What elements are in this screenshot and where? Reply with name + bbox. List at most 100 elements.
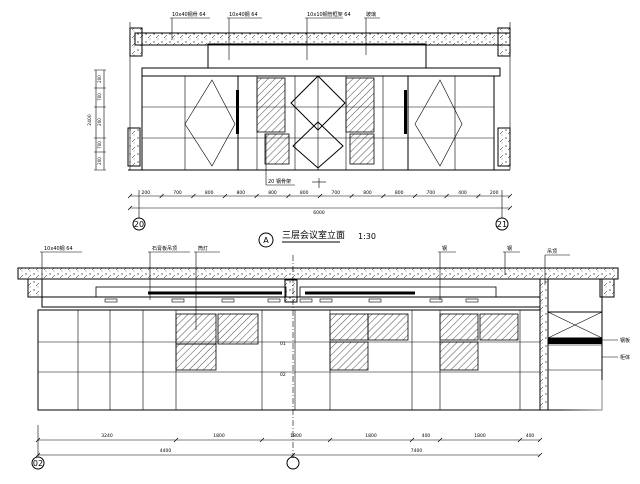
upper-side-dim-value: 200 xyxy=(97,75,102,83)
lower-dim-ticks xyxy=(35,437,543,458)
lower-side-wall xyxy=(539,278,549,411)
upper-dim-tick xyxy=(381,193,386,199)
upper-callout-text: 玻璃 xyxy=(366,11,376,18)
lower-side-cabinet-x xyxy=(547,311,603,339)
lower-downlights xyxy=(104,298,479,303)
upper-dim-tick xyxy=(412,193,418,199)
upper-ceiling-slab xyxy=(134,32,511,46)
upper-dim-tick xyxy=(349,193,354,199)
downlight-icon xyxy=(299,298,313,303)
downlight-icon xyxy=(429,298,443,303)
lower-dim-total: 4400 xyxy=(160,448,172,454)
glass-panel xyxy=(479,313,519,341)
lower-dim-tick xyxy=(409,437,415,443)
glass-panel xyxy=(367,313,409,341)
glass-panel xyxy=(439,341,479,371)
upper-side-dim-ticks xyxy=(94,69,106,171)
upper-head-box xyxy=(207,43,427,69)
lower-leader-1 xyxy=(40,251,82,300)
upper-door-handle-right xyxy=(404,90,407,134)
upper-title-marker: A xyxy=(263,236,269,245)
upper-dim-value: 800 xyxy=(205,190,214,196)
lower-dim-value: 400 xyxy=(422,433,431,439)
upper-dim-tick-total xyxy=(127,205,133,211)
lower-dim-tick xyxy=(437,437,443,443)
lower-axis-bubble-center xyxy=(286,456,300,470)
lower-right-leaders xyxy=(602,339,618,358)
glass-panel xyxy=(439,313,479,341)
lower-dim-tick-total xyxy=(537,452,543,458)
upper-callout-text: 10x40钢 64 xyxy=(229,11,258,18)
lower-mark-1: 01 xyxy=(280,341,286,347)
upper-dim-ticks xyxy=(127,193,513,211)
upper-callout-text: 10x10钢管框架 64 xyxy=(307,11,351,18)
upper-dim-tick xyxy=(127,193,133,199)
upper-axis-bubble-right xyxy=(495,217,509,231)
upper-right-base xyxy=(497,127,511,167)
upper-dim-tick xyxy=(476,193,481,199)
downlight-icon xyxy=(171,298,185,303)
upper-diamond-right xyxy=(414,79,463,167)
upper-dim-value: 700 xyxy=(427,190,436,196)
lower-dim-tick xyxy=(327,437,333,443)
lower-dim-total: 7400 xyxy=(411,448,423,454)
lower-dim-value: 400 xyxy=(526,433,535,439)
upper-dim-value: 200 xyxy=(142,190,151,196)
upper-dim-tick-total xyxy=(507,205,513,211)
upper-axis-label-right: 21 xyxy=(497,220,507,229)
upper-right-column xyxy=(497,27,511,57)
upper-callout-text: 20 钢骨架 xyxy=(268,178,291,185)
lower-dim-tick xyxy=(517,437,523,443)
upper-dim-tick xyxy=(507,193,513,199)
upper-dim-value: 200 xyxy=(490,190,499,196)
lower-leader-2 xyxy=(148,251,190,300)
upper-dim-value: 800 xyxy=(363,190,372,196)
lower-axis-bubble-left xyxy=(31,456,45,470)
lower-light-trough-right xyxy=(299,286,497,298)
glass-panel xyxy=(175,343,217,371)
upper-diamond-left xyxy=(184,79,236,167)
upper-scale: 1:30 xyxy=(358,232,376,241)
lower-dim-value: 1800 xyxy=(290,433,302,439)
lower-left-column xyxy=(27,278,43,298)
upper-dim-tick xyxy=(317,193,323,199)
upper-glass-left xyxy=(256,77,286,133)
upper-left-column xyxy=(129,27,143,57)
lower-callout-text: 钢 xyxy=(442,245,447,252)
lower-side-shelf xyxy=(548,338,602,344)
upper-side-dim-value: 200 xyxy=(97,118,102,126)
lower-leader-5 xyxy=(503,251,520,275)
upper-dim-value: 800 xyxy=(395,190,404,196)
downlight-icon xyxy=(104,298,118,303)
upper-dim-value: 400 xyxy=(458,190,467,196)
upper-elevation: 20 21 A 三层会议室立面 1:30 xyxy=(94,17,513,248)
upper-glass-right xyxy=(345,77,375,133)
lower-dim-tick xyxy=(259,437,265,443)
upper-dim-tick xyxy=(222,193,228,199)
downlight-icon xyxy=(368,298,382,303)
upper-glass-right-lower xyxy=(349,133,375,165)
lower-leader-6 xyxy=(544,254,570,285)
lower-right-label-2: 柜体 xyxy=(620,354,630,361)
downlight-icon xyxy=(465,298,479,303)
upper-dim-tick xyxy=(444,193,449,199)
lower-callout-text: 10x40钢 64 xyxy=(44,245,73,252)
lower-ceiling-slab xyxy=(17,267,619,280)
upper-side-dim-value: 700 xyxy=(97,93,102,101)
lower-right-column xyxy=(599,278,615,298)
lower-callout-text: 钢 xyxy=(507,245,512,252)
upper-dim-value: 800 xyxy=(300,190,309,196)
lower-mid-column xyxy=(284,279,298,303)
upper-wall-lines xyxy=(129,22,511,170)
downlight-icon xyxy=(267,298,281,303)
lower-glass-panels xyxy=(175,313,519,371)
upper-dim-value: 800 xyxy=(237,190,246,196)
upper-center-diamond xyxy=(290,75,346,131)
lower-light-trough-left xyxy=(95,286,287,298)
upper-dim-total: 6000 xyxy=(313,210,325,216)
upper-left-base xyxy=(127,127,141,167)
downlight-icon xyxy=(221,298,235,303)
